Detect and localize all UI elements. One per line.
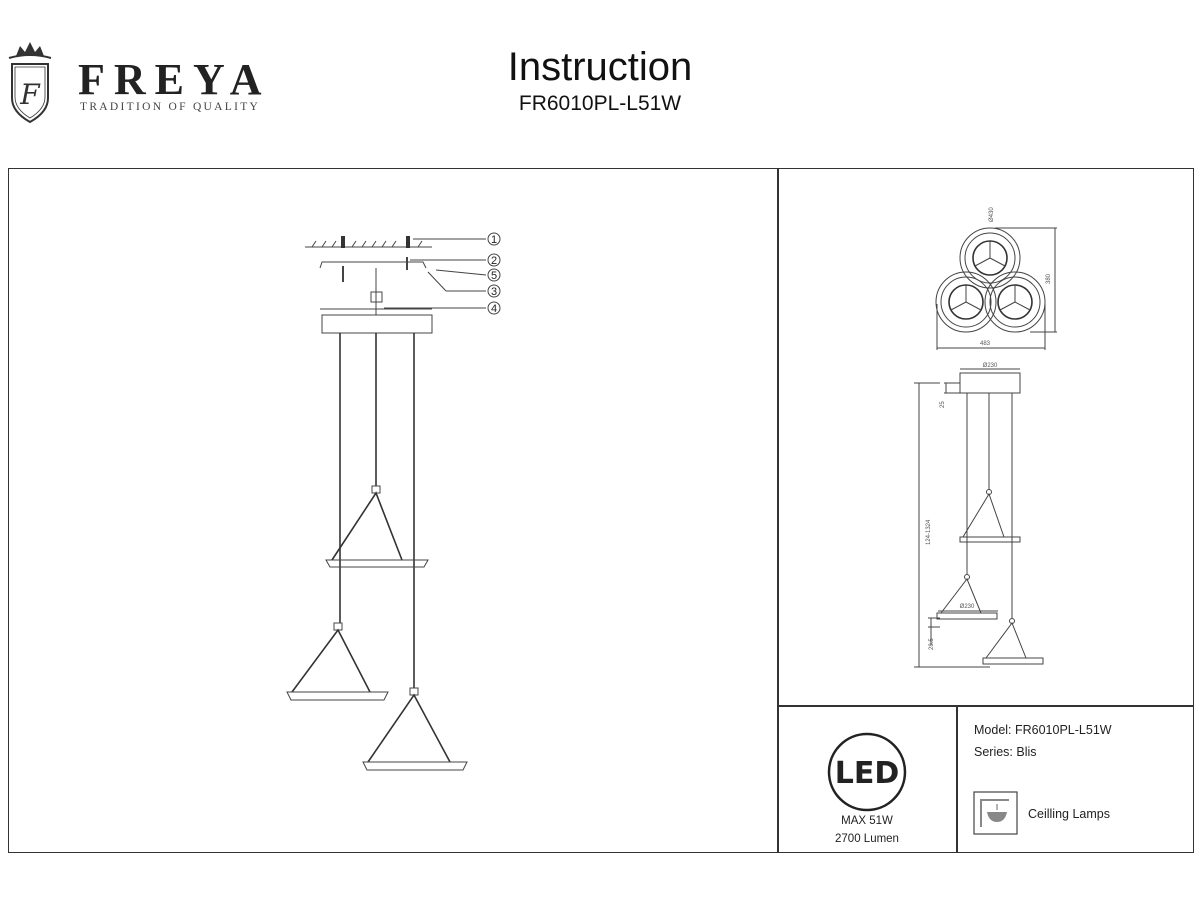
dimension-label: 25 [940,401,946,408]
brand-tagline: TRADITION OF QUALITY [80,101,261,113]
screw-icon [341,236,345,248]
spec-divider [956,706,958,853]
dimension-label: 28.5 [929,638,935,650]
callout-number: 4 [491,303,497,315]
vertical-divider [777,168,779,853]
max-power: MAX 51W [841,815,893,827]
led-badge-text: LED [835,756,900,791]
dimension-label: Ø230 [960,604,975,610]
callout-2: 2 [487,253,501,267]
series-label: Series: Blis [974,745,1037,759]
dimension-label: 380 [1046,273,1052,284]
callout-number: 1 [491,234,497,246]
dimension-label: Ø230 [983,363,998,369]
brand-logo: F [6,40,54,126]
model-label: Model: FR6010PL-L51W [974,723,1112,737]
callout-5: 5 [487,268,501,282]
callout-4: 4 [487,301,501,315]
top-view-drawing: Ø430 380 483 [935,207,1057,350]
title-text: Instruction [507,45,693,89]
horizontal-divider [778,705,1194,707]
callout-number: 2 [491,255,497,267]
callout-number: 3 [491,286,497,298]
dimension-label: 124-1324 [926,519,932,545]
model-subtitle: FR6010PL-L51W [518,92,682,115]
logo-letter: F [19,78,41,111]
dimension-label: Ø430 [989,207,995,222]
category-label: Ceilling Lamps [1028,807,1110,821]
crest-icon: F [8,42,52,124]
ceiling-lamp-icon [973,791,1018,835]
callout-1: 1 [487,232,501,246]
page-title: Instruction [0,46,1200,88]
screw-icon [406,236,410,248]
drawing-frame [8,168,1194,853]
lumen: 2700 Lumen [835,833,899,845]
brand-name: FREYA [78,55,271,104]
led-badge: LED [827,732,907,812]
side-view-drawing: Ø230 25 124-1324 Ø230 28.5 [914,363,1044,668]
assembly-detail: 1 2 5 3 4 [305,232,501,315]
dimension-label: 483 [980,341,991,347]
callout-number: 5 [491,270,497,282]
callout-3: 3 [487,284,501,298]
main-lamp-drawing [286,314,468,771]
